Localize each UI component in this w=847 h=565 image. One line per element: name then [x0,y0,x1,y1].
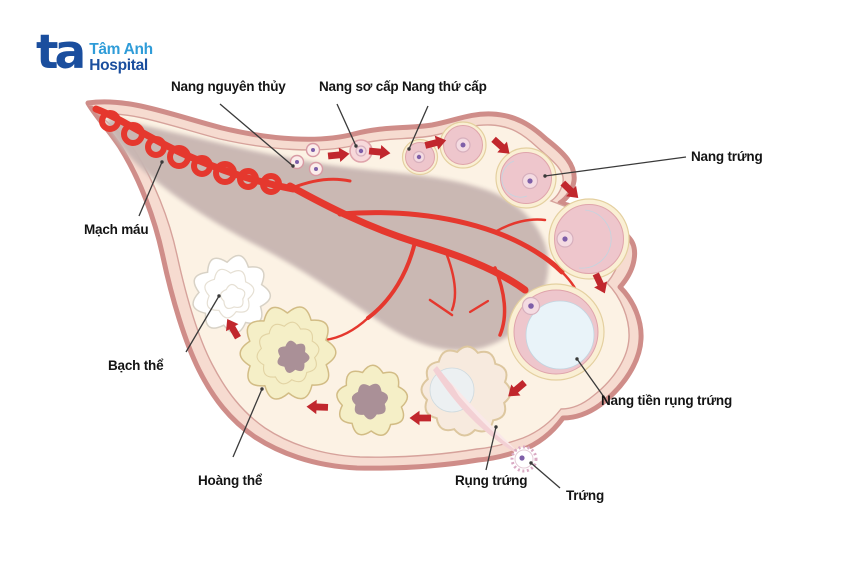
preovulatory-follicle [507,283,605,381]
secondary-follicle [401,138,439,176]
released-egg [510,445,538,473]
label-nang-so-cap: Nang sơ cấp [319,79,399,94]
label-mach-mau: Mạch máu [84,222,149,237]
blood-vessel-coil [92,105,297,195]
ovarian-follicle [495,147,557,209]
early-tertiary-follicle [439,121,487,169]
logo-subtitle: Hospital [89,56,148,74]
primary-follicle [349,139,373,163]
ovulation-site [420,345,521,456]
label-nang-thu-cap: Nang thứ cấp [402,79,487,94]
leader-lines [138,103,687,489]
label-rung-trung: Rụng trứng [455,473,528,488]
ovulation-funnel [433,366,521,456]
corpus-albicans [192,254,272,334]
corpus-luteum-early [336,364,409,436]
label-nang-nguyen-thuy: Nang nguyên thủy [171,79,286,94]
maturing-follicle [548,198,630,280]
label-bach-the: Bạch thể [108,358,164,373]
label-hoang-the: Hoàng thể [198,473,263,488]
label-nang-tien-rung-trung: Nang tiền rụng trứng [601,393,733,408]
hospital-logo: ta Tâm Anh Hospital [36,25,153,80]
label-trung: Trứng [566,488,605,503]
label-nang-trung: Nang trứng [691,149,763,164]
corpus-luteum-mature [239,306,337,400]
logo-monogram: ta [36,25,86,80]
logo-title: Tâm Anh [89,41,153,58]
